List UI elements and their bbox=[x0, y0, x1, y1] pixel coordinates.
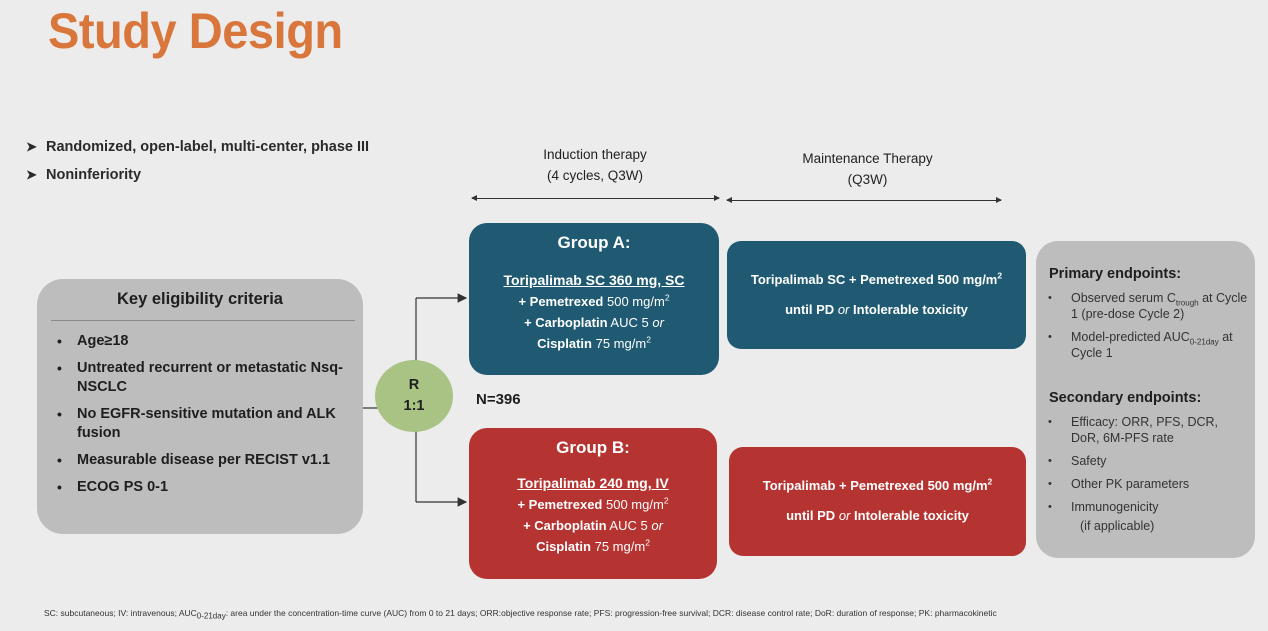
bullet-dot-icon: • bbox=[1048, 292, 1052, 304]
maintenance-a-regimen: Toripalimab SC + Pemetrexed 500 mg/m2 bbox=[750, 270, 1003, 287]
arrow-bullet-icon: ➤ bbox=[26, 139, 37, 154]
eligibility-text: No EGFR-sensitive mutation and ALK fusio… bbox=[77, 406, 336, 441]
eligibility-item: • No EGFR-sensitive mutation and ALK fusi… bbox=[57, 405, 357, 443]
eligibility-item: • ECOG PS 0-1 bbox=[57, 478, 357, 497]
group-b-title: Group B: bbox=[556, 438, 630, 457]
arrow-bullet-icon: ➤ bbox=[26, 167, 37, 182]
primary-endpoints-list: •Observed serum Ctrough at Cycle 1 (pre-… bbox=[1048, 290, 1248, 368]
bullet-item: ➤ Noninferiority bbox=[26, 161, 369, 189]
design-bullets: ➤ Randomized, open-label, multi-center, … bbox=[26, 133, 369, 189]
induction-phase-label: Induction therapy (4 cycles, Q3W) bbox=[500, 144, 690, 186]
bullet-text: Randomized, open-label, multi-center, ph… bbox=[46, 139, 370, 155]
bullet-text: Noninferiority bbox=[46, 167, 142, 183]
maintenance-b-regimen: Toripalimab + Pemetrexed 500 mg/m2 bbox=[762, 476, 993, 493]
secondary-endpoint-item: •Immunogenicity bbox=[1048, 500, 1159, 514]
page-title: Study Design bbox=[48, 3, 343, 59]
bullet-dot-icon: • bbox=[57, 333, 62, 349]
secondary-endpoint-item: •Other PK parameters bbox=[1048, 477, 1190, 491]
maintenance-a-box: Toripalimab SC + Pemetrexed 500 mg/m2 un… bbox=[727, 241, 1026, 349]
eligibility-list: • Age≥18 • Untreated recurrent or metastat… bbox=[57, 332, 357, 505]
primary-endpoint-item: •Observed serum Ctrough at Cycle 1 (pre-… bbox=[1048, 291, 1248, 321]
secondary-endpoint-item: •Efficacy: ORR, PFS, DCR, DoR, 6M-PFS ra… bbox=[1048, 415, 1219, 445]
endpoints-panel: Primary endpoints: •Observed serum Ctrou… bbox=[1036, 241, 1255, 558]
group-a-line-3: Cisplatin 75 mg/m2 bbox=[537, 334, 651, 351]
primary-endpoint-item: •Model-predicted AUC0-21day at Cycle 1 bbox=[1048, 330, 1233, 360]
bullet-item: ➤ Randomized, open-label, multi-center, … bbox=[26, 133, 369, 161]
bullet-dot-icon: • bbox=[1048, 416, 1052, 428]
secondary-endpoints-list: •Efficacy: ORR, PFS, DCR, DoR, 6M-PFS ra… bbox=[1048, 414, 1248, 517]
eligibility-text: Age≥18 bbox=[77, 333, 129, 349]
maintenance-phase-label: Maintenance Therapy (Q3W) bbox=[770, 148, 965, 190]
secondary-endpoint-item: •Safety bbox=[1048, 454, 1107, 468]
induction-title: Induction therapy bbox=[543, 147, 647, 162]
group-b-regimen: Toripalimab 240 mg, IV bbox=[517, 475, 669, 491]
bullet-dot-icon: • bbox=[1048, 478, 1052, 490]
eligibility-text: Measurable disease per RECIST v1.1 bbox=[77, 452, 331, 468]
group-a-title: Group A: bbox=[557, 233, 631, 252]
group-b-line-2: + Carboplatin AUC 5 or bbox=[523, 518, 663, 533]
group-a-box: Group A: Toripalimab SC 360 mg, SC + Pem… bbox=[469, 223, 719, 375]
bullet-dot-icon: • bbox=[57, 479, 62, 495]
eligibility-divider bbox=[51, 320, 355, 321]
bullet-dot-icon: • bbox=[57, 360, 62, 376]
eligibility-text: Untreated recurrent or metastatic Nsq-NS… bbox=[77, 360, 343, 395]
group-a-regimen: Toripalimab SC 360 mg, SC bbox=[503, 272, 685, 288]
abbreviation-footnote: SC: subcutaneous; IV: intravenous; AUC0-… bbox=[44, 608, 997, 621]
bullet-dot-icon: • bbox=[1048, 455, 1052, 467]
randomization-label: R bbox=[408, 377, 420, 393]
group-b-line-3: Cisplatin 75 mg/m2 bbox=[536, 537, 650, 554]
randomization-ratio: 1:1 bbox=[403, 398, 425, 414]
eligibility-item: • Measurable disease per RECIST v1.1 bbox=[57, 451, 357, 470]
maintenance-span-arrow bbox=[726, 197, 1002, 203]
eligibility-item: • Untreated recurrent or metastatic Nsq-N… bbox=[57, 359, 357, 397]
bullet-dot-icon: • bbox=[57, 452, 62, 468]
bullet-dot-icon: • bbox=[1048, 501, 1052, 513]
eligibility-text: ECOG PS 0-1 bbox=[77, 479, 169, 495]
maintenance-subtitle: (Q3W) bbox=[847, 172, 888, 187]
induction-span-arrow bbox=[471, 195, 720, 201]
maintenance-title: Maintenance Therapy bbox=[802, 151, 933, 166]
randomization-node: R 1:1 bbox=[375, 360, 453, 432]
eligibility-panel: Key eligibility criteria • Age≥18 • Untrea… bbox=[37, 279, 363, 534]
bullet-dot-icon: • bbox=[1048, 331, 1052, 343]
maintenance-b-duration: until PD or Intolerable toxicity bbox=[786, 508, 969, 523]
eligibility-item: • Age≥18 bbox=[57, 332, 357, 351]
group-b-line-1: + Pemetrexed 500 mg/m2 bbox=[517, 495, 669, 512]
sample-size-label: N=396 bbox=[476, 391, 521, 408]
secondary-endpoint-note: (if applicable) bbox=[1080, 519, 1155, 533]
group-a-line-2: + Carboplatin AUC 5 or bbox=[524, 315, 664, 330]
bullet-dot-icon: • bbox=[57, 406, 62, 422]
group-a-line-1: + Pemetrexed 500 mg/m2 bbox=[518, 292, 670, 309]
maintenance-a-duration: until PD or Intolerable toxicity bbox=[785, 302, 968, 317]
maintenance-b-box: Toripalimab + Pemetrexed 500 mg/m2 until… bbox=[729, 447, 1026, 556]
eligibility-title: Key eligibility criteria bbox=[117, 290, 283, 308]
secondary-endpoints-title: Secondary endpoints: bbox=[1049, 390, 1202, 406]
induction-subtitle: (4 cycles, Q3W) bbox=[546, 168, 643, 183]
group-b-box: Group B: Toripalimab 240 mg, IV + Pemetr… bbox=[469, 428, 717, 579]
primary-endpoints-title: Primary endpoints: bbox=[1049, 266, 1182, 282]
